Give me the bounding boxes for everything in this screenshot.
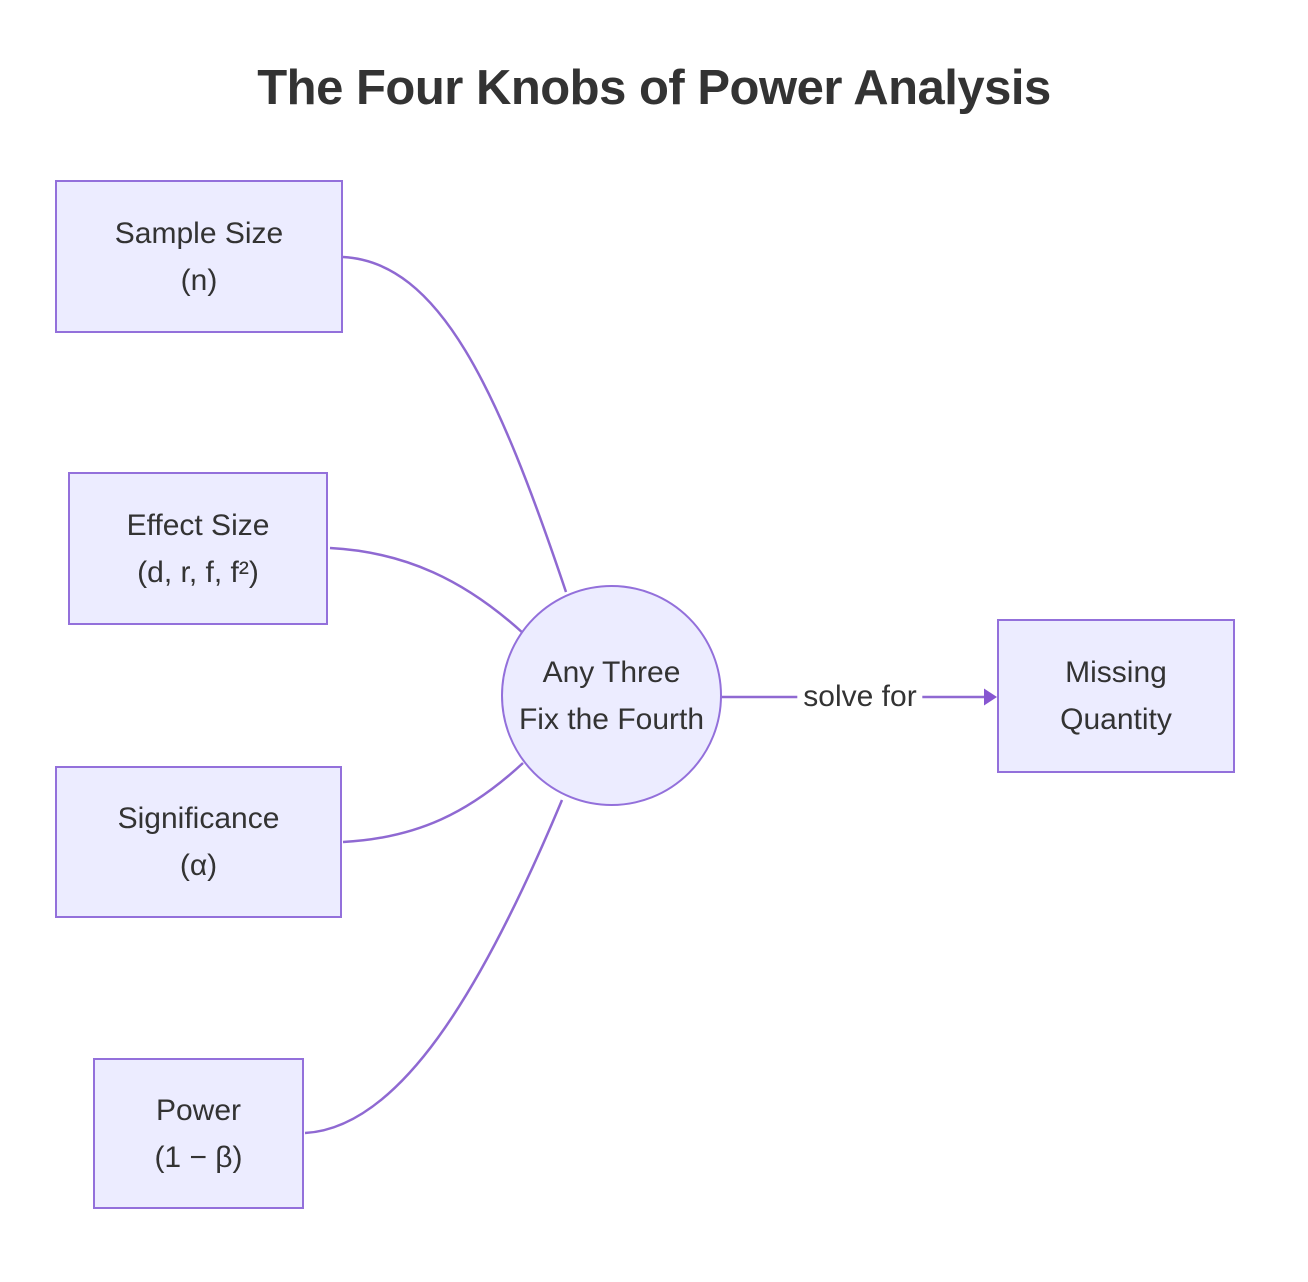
edge-sample-size-to-hub — [342, 255, 568, 593]
node-missing-quantity-label-line1: Missing — [1065, 656, 1167, 689]
edge-power-to-hub — [304, 799, 564, 1135]
node-effect-size-label-line2: (d, r, f, f²) — [137, 555, 259, 589]
edge-label-solve-for: solve for — [797, 678, 923, 716]
node-effect-size: Effect Size (d, r, f, f²) — [68, 472, 328, 625]
node-missing-quantity-label-line2: Quantity — [1060, 703, 1172, 736]
node-hub-label-line1: Any Three — [542, 655, 681, 689]
node-significance-label-line1: Significance — [117, 802, 280, 835]
node-significance: Significance (α) — [55, 766, 342, 918]
node-effect-size-label-line1: Effect Size — [126, 508, 270, 542]
node-hub-label-line2: Fix the Fourth — [518, 702, 705, 736]
node-sample-size-label-line2: (n) — [180, 263, 218, 297]
node-significance-label-line2: (α) — [179, 849, 218, 882]
arrowhead-icon — [984, 688, 997, 706]
node-missing-quantity: Missing Quantity — [997, 619, 1235, 773]
node-any-three-fix-the-fourth: Any Three Fix the Fourth — [501, 585, 722, 806]
node-power-label-line1: Power — [155, 1093, 242, 1127]
node-sample-size-label-line1: Sample Size — [114, 216, 284, 250]
node-power: Power (1 − β) — [93, 1058, 304, 1209]
edge-significance-to-hub — [342, 762, 524, 844]
node-power-label-line2: (1 − β) — [154, 1140, 243, 1174]
node-sample-size: Sample Size (n) — [55, 180, 343, 333]
edge-effect-size-to-hub — [329, 546, 525, 635]
diagram-title: The Four Knobs of Power Analysis — [257, 61, 1051, 115]
